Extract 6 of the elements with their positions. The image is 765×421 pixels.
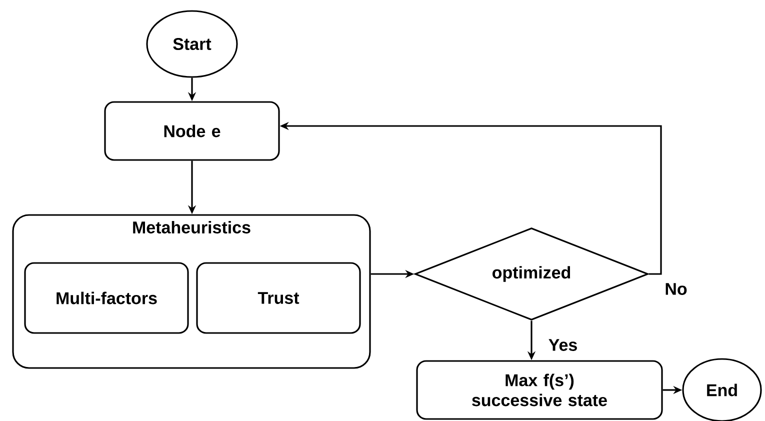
process-box: Node e	[104, 101, 280, 161]
edge-label: Yes	[547, 338, 579, 352]
edge-label: No	[664, 282, 688, 296]
process-box: Max f(s’) successive state	[416, 360, 663, 420]
process-box: Trust	[196, 262, 361, 334]
process-box: Multi-factors	[24, 262, 189, 334]
